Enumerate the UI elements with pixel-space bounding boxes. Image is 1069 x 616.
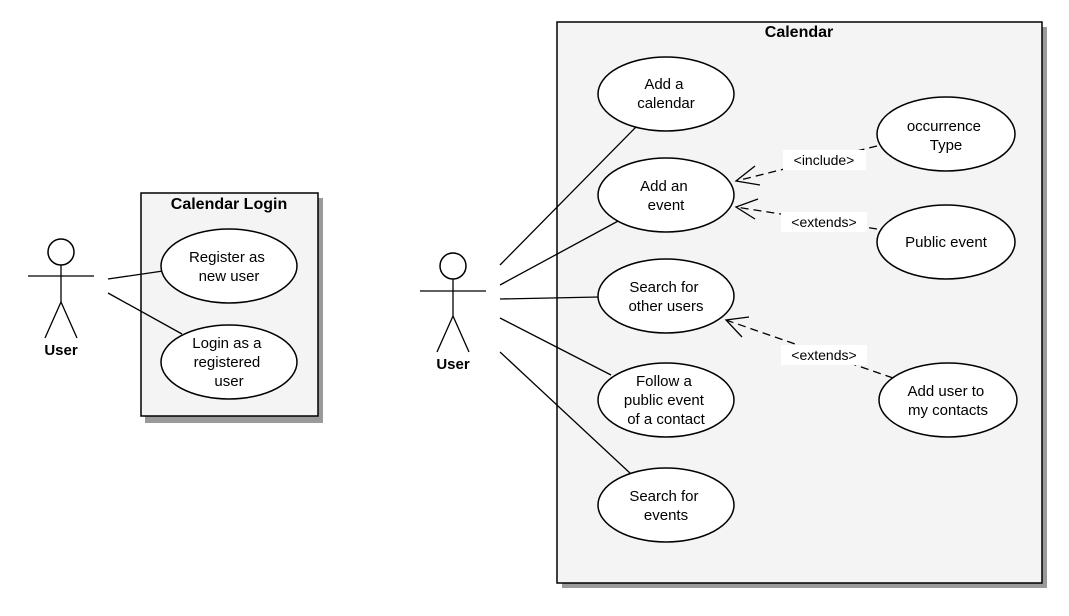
calendar-login-title: Calendar Login bbox=[171, 196, 287, 213]
add-calendar-line-1: Add a bbox=[644, 76, 684, 93]
assoc-search-users bbox=[499, 296, 600, 300]
use-case-add-event: Add an event bbox=[597, 157, 735, 233]
follow-event-line-3: of a contact bbox=[627, 411, 705, 428]
occurrence-type-line-1: occurrence bbox=[907, 118, 981, 135]
assoc-search-events bbox=[499, 351, 632, 475]
include-label: <include> bbox=[794, 152, 855, 168]
login-line-2: registered bbox=[194, 354, 261, 371]
use-case-follow-public-event: Follow a public event of a contact bbox=[597, 362, 735, 438]
assoc-follow-event bbox=[499, 317, 612, 376]
add-contact-line-2: my contacts bbox=[908, 402, 988, 419]
extends-label-public-event: <extends> bbox=[791, 214, 856, 230]
svg-text:Search for events: Search for events bbox=[629, 488, 702, 524]
login-line-3: user bbox=[214, 373, 243, 390]
extends-add-contact-dependency: <extends> bbox=[724, 316, 894, 379]
include-occurrence-dependency: <include> bbox=[734, 145, 878, 186]
login-user-actor: User bbox=[28, 238, 94, 359]
use-case-add-contact: Add user to my contacts bbox=[878, 362, 1018, 438]
associations bbox=[107, 126, 637, 475]
calendar-user-actor: User bbox=[420, 252, 486, 373]
search-users-line-1: Search for bbox=[629, 279, 698, 296]
add-calendar-line-2: calendar bbox=[637, 95, 695, 112]
occurrence-type-line-2: Type bbox=[930, 137, 963, 154]
use-case-login: Login as a registered user bbox=[160, 324, 298, 400]
follow-event-line-2: public event bbox=[624, 392, 705, 409]
svg-text:Add an event: Add an event bbox=[640, 178, 692, 214]
search-events-line-1: Search for bbox=[629, 488, 698, 505]
login-line-1: Login as a bbox=[192, 335, 262, 352]
svg-text:Follow a public event: Follow a public event of a contact bbox=[624, 373, 708, 428]
use-case-public-event: Public event bbox=[876, 204, 1016, 280]
add-event-line-2: event bbox=[648, 197, 686, 214]
add-event-line-1: Add an bbox=[640, 178, 688, 195]
extends-public-event-dependency: <extends> bbox=[734, 198, 878, 232]
svg-text:Login as a registered: Login as a registered user bbox=[192, 335, 265, 390]
assoc-login bbox=[107, 292, 183, 335]
svg-text:Add user to my contacts: Add user to my contacts bbox=[908, 383, 989, 419]
public-event-line-1: Public event bbox=[905, 234, 988, 251]
svg-text:occurrence Type: occurrence Type bbox=[907, 118, 985, 154]
calendar-user-label: User bbox=[436, 356, 470, 373]
svg-text:Add a calendar: Add a calendar bbox=[637, 76, 695, 112]
use-case-occurrence-type: occurrence Type bbox=[876, 96, 1016, 172]
assoc-add-calendar bbox=[499, 126, 637, 266]
search-users-line-2: other users bbox=[628, 298, 703, 315]
use-case-search-events: Search for events bbox=[597, 467, 735, 543]
use-case-search-users: Search for other users bbox=[597, 258, 735, 334]
calendar-title: Calendar bbox=[765, 24, 833, 41]
svg-text:Register as new user: Register as new user bbox=[189, 249, 269, 285]
register-line-1: Register as bbox=[189, 249, 265, 266]
assoc-add-event bbox=[499, 219, 621, 286]
use-case-add-calendar: Add a calendar bbox=[597, 56, 735, 132]
follow-event-line-1: Follow a bbox=[636, 373, 693, 390]
assoc-register bbox=[107, 270, 164, 280]
add-contact-line-1: Add user to bbox=[908, 383, 985, 400]
search-events-line-2: events bbox=[644, 507, 688, 524]
svg-text:Search for other users: Search for other users bbox=[628, 279, 703, 315]
register-line-2: new user bbox=[199, 268, 260, 285]
svg-text:Public event: Public event bbox=[905, 234, 988, 251]
extends-label-add-contact: <extends> bbox=[791, 347, 856, 363]
login-user-label: User bbox=[44, 342, 78, 359]
use-case-register: Register as new user bbox=[160, 228, 298, 304]
